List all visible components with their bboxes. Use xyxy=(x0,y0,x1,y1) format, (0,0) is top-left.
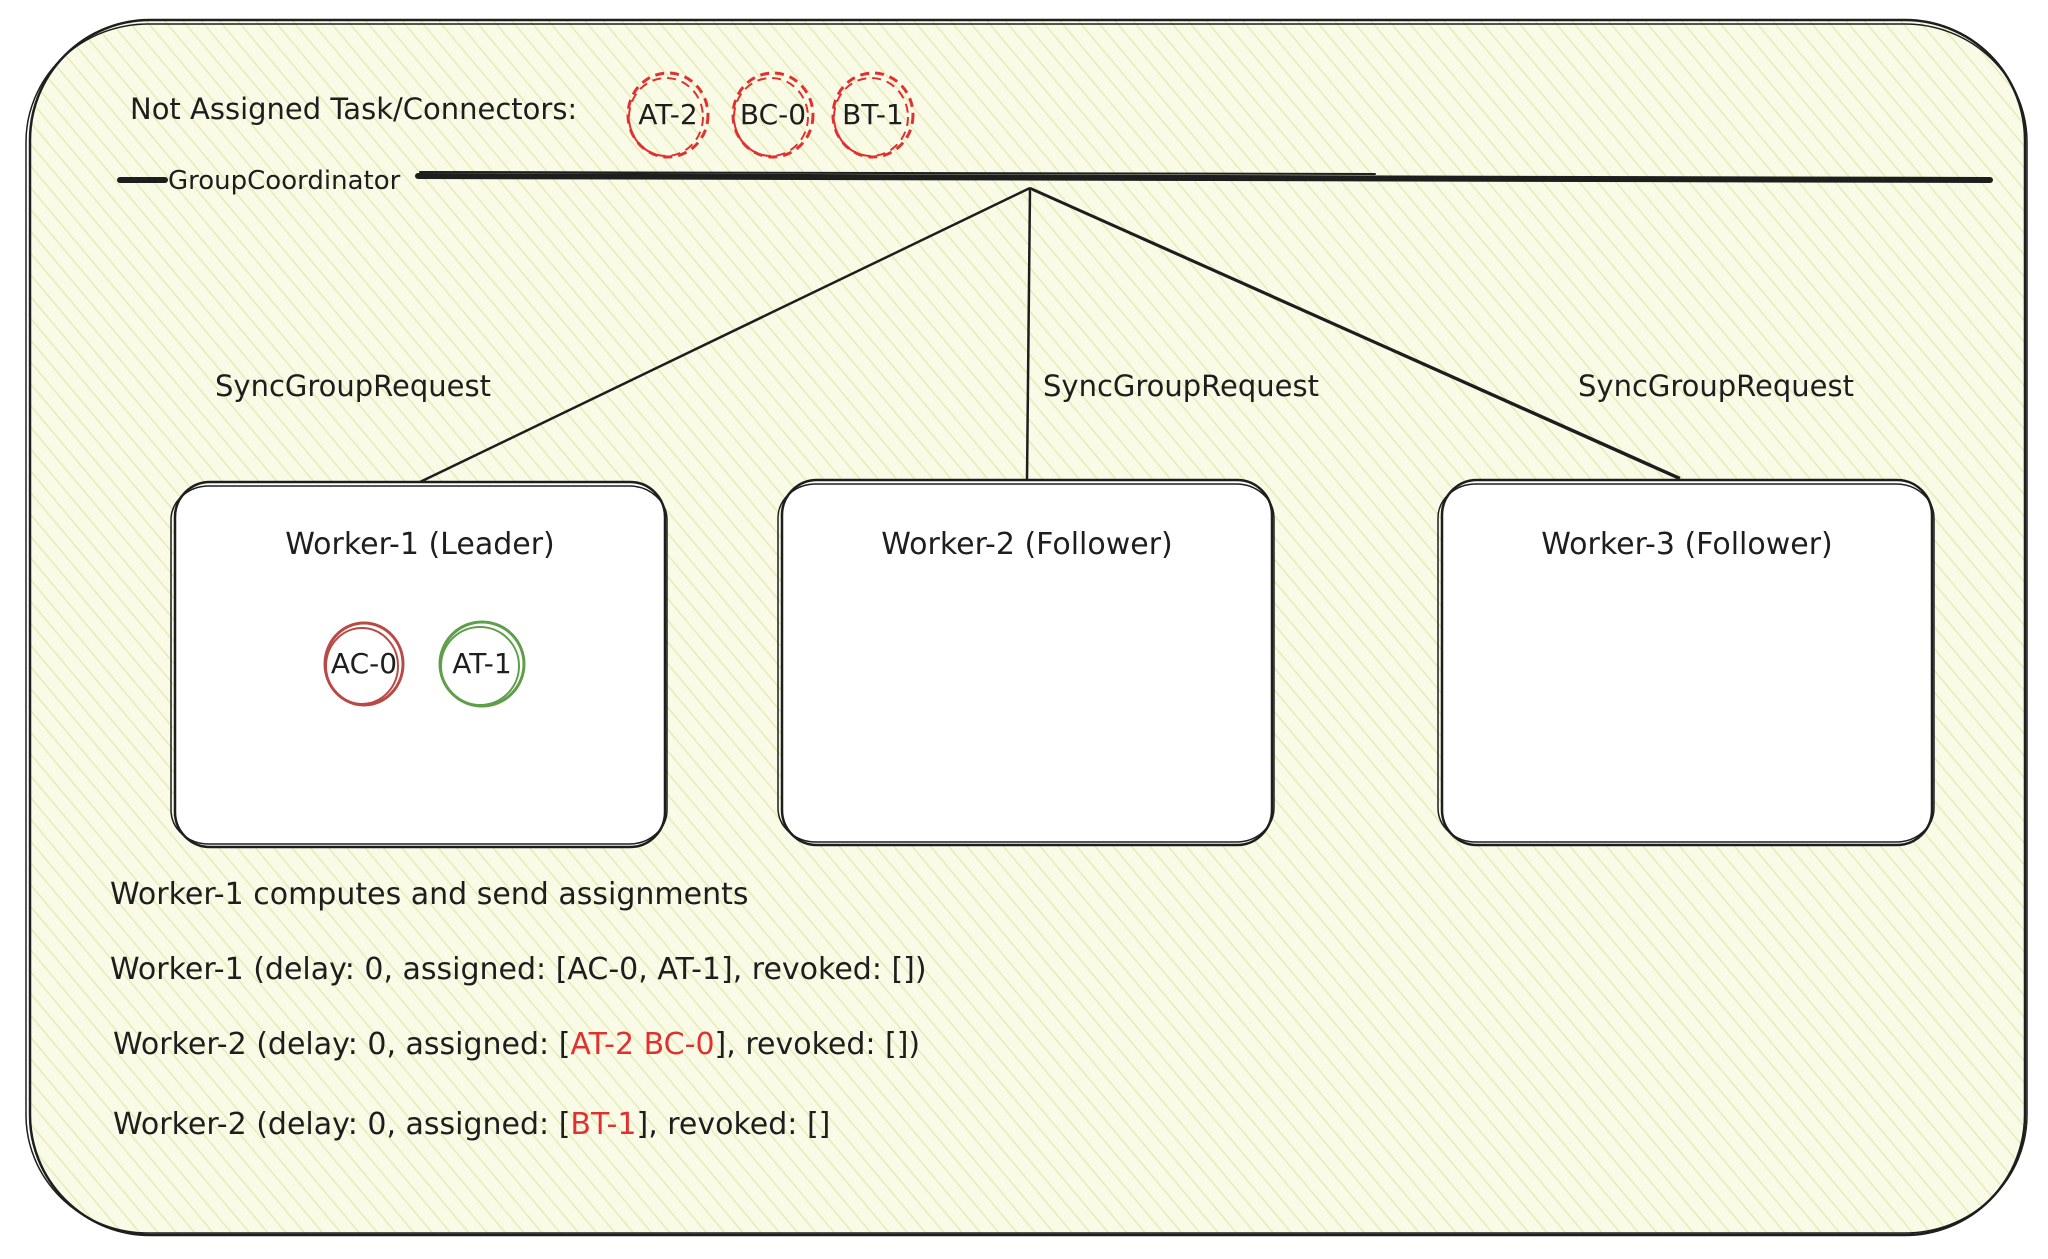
worker-2-title: Worker-2 (Follower) xyxy=(881,527,1173,562)
log-line-3-prefix: Worker-2 (delay: 0, assigned: [ xyxy=(113,1107,571,1142)
chip-circle-ac0 xyxy=(323,621,405,707)
log-line-2-prefix: Worker-2 (delay: 0, assigned: [ xyxy=(113,1027,571,1062)
chip-circle-at2 xyxy=(626,71,710,159)
worker-1-title: Worker-1 (Leader) xyxy=(285,527,555,562)
chip-circle-bt1 xyxy=(831,71,915,159)
log-line-2: Worker-2 (delay: 0, assigned: [AT-2 BC-0… xyxy=(113,1030,920,1060)
worker-1-circles xyxy=(323,620,526,708)
worker-box-3 xyxy=(1437,478,1935,847)
worker-box-1 xyxy=(170,480,668,849)
chip-at1: AT-1 xyxy=(452,647,512,680)
unassigned-circles xyxy=(626,71,915,159)
line-to-worker-3 xyxy=(1029,186,1681,480)
log-line-3: Worker-2 (delay: 0, assigned: [BT-1], re… xyxy=(113,1110,830,1140)
sync-request-label-center: SyncGroupRequest xyxy=(1043,369,1319,403)
chip-ac0: AC-0 xyxy=(330,647,398,680)
line-to-worker-1 xyxy=(419,186,1031,484)
coordinator-bar xyxy=(117,171,1993,183)
log-summary: Worker-1 computes and send assignments xyxy=(110,877,749,912)
chip-circle-at1 xyxy=(438,620,526,708)
log-line-3-suffix: ], revoked: [] xyxy=(636,1107,831,1142)
sync-request-label-right: SyncGroupRequest xyxy=(1578,369,1854,403)
chip-bt1: BT-1 xyxy=(842,98,904,131)
chip-circle-bc0 xyxy=(731,71,815,159)
unassigned-label: Not Assigned Task/Connectors: xyxy=(130,92,578,126)
log-line-1: Worker-1 (delay: 0, assigned: [AC-0, AT-… xyxy=(110,952,927,987)
log-line-2-suffix: ], revoked: []) xyxy=(714,1027,921,1062)
chip-bc0: BC-0 xyxy=(739,98,807,131)
worker-box-2 xyxy=(777,478,1275,847)
coordinator-label: GroupCoordinator xyxy=(168,166,401,196)
sync-request-label-left: SyncGroupRequest xyxy=(215,369,491,403)
sync-request-lines xyxy=(419,186,1684,484)
chip-at2: AT-2 xyxy=(638,98,698,131)
worker-3-title: Worker-3 (Follower) xyxy=(1541,527,1833,562)
log-line-3-highlight: BT-1 xyxy=(570,1107,637,1142)
log-line-2-highlight: AT-2 BC-0 xyxy=(570,1027,715,1062)
line-to-worker-2 xyxy=(1025,187,1032,481)
